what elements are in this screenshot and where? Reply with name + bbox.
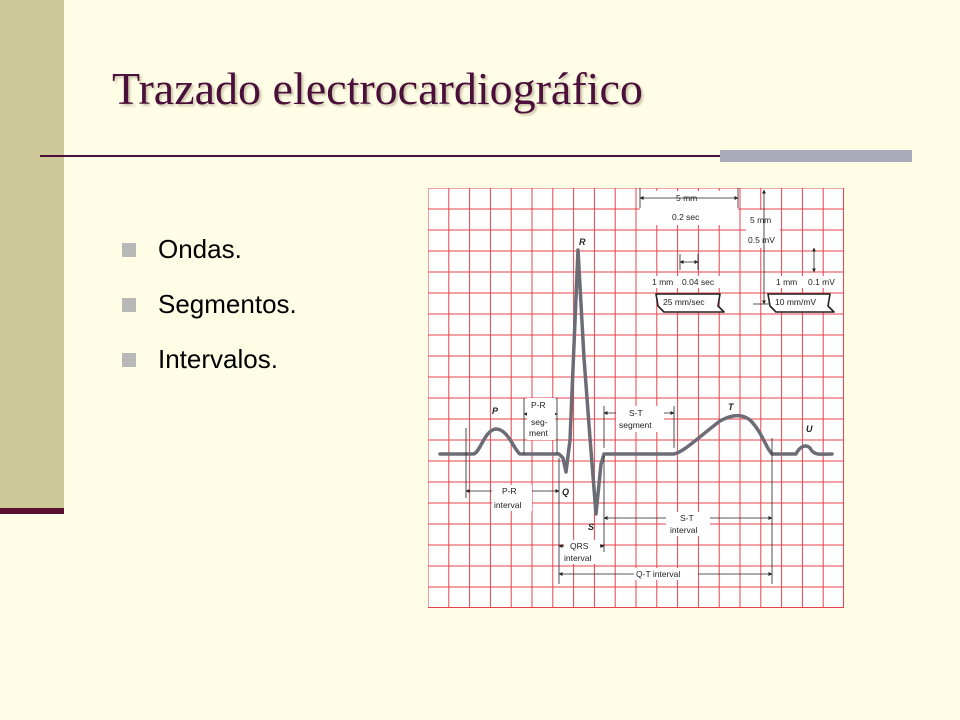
scale-large-time-mm: 5 mm bbox=[676, 193, 697, 203]
ecg-grid bbox=[428, 188, 844, 608]
pr-interval-marker: P-R interval bbox=[465, 428, 560, 511]
st-interval-marker: S-T interval bbox=[603, 438, 773, 584]
wave-label-q: Q bbox=[562, 487, 569, 497]
pr-interval-label: interval bbox=[494, 500, 522, 510]
qt-interval-label: Q-T interval bbox=[636, 569, 680, 579]
gain-badge: 10 mm/mV bbox=[767, 293, 835, 313]
st-interval-label: interval bbox=[670, 525, 698, 535]
bullet-item: Intervalos. bbox=[122, 332, 297, 387]
wave-label-r: R bbox=[579, 237, 586, 247]
scale-small-voltage-mv: 0.1 mV bbox=[808, 277, 835, 287]
ecg-svg: P Q R S T U 5 mm 0.2 sec 5 mm 0.5 mV bbox=[428, 188, 844, 608]
scale-large-voltage: 5 mm 0.5 mV bbox=[746, 189, 780, 305]
st-segment-label: segment bbox=[619, 420, 652, 430]
qrs-interval-label: interval bbox=[564, 553, 592, 563]
paper-speed-text: 25 mm/sec bbox=[663, 297, 705, 307]
scale-large-time: 5 mm 0.2 sec bbox=[639, 188, 739, 225]
st-interval-label: S-T bbox=[680, 513, 694, 523]
scale-large-voltage-mm: 5 mm bbox=[750, 215, 771, 225]
side-bar bbox=[0, 0, 64, 508]
scale-large-time-sec: 0.2 sec bbox=[672, 212, 700, 222]
scale-small-time-mm: 1 mm bbox=[652, 277, 673, 287]
pr-segment-marker: P-R seg- ment bbox=[523, 398, 558, 454]
gain-text: 10 mm/mV bbox=[775, 297, 816, 307]
ecg-trace bbox=[438, 248, 834, 516]
wave-label-t: T bbox=[728, 402, 735, 412]
st-segment-marker: S-T segment bbox=[603, 406, 675, 448]
qrs-interval-label: QRS bbox=[570, 541, 589, 551]
bullet-text: Segmentos. bbox=[158, 289, 297, 319]
wave-label-u: U bbox=[806, 424, 813, 434]
pr-segment-label: seg- bbox=[531, 417, 548, 427]
pr-segment-label: P-R bbox=[531, 400, 546, 410]
wave-label-s: S bbox=[588, 522, 594, 532]
scale-large-voltage-mv: 0.5 mV bbox=[748, 235, 775, 245]
title-rule bbox=[40, 155, 720, 157]
bullet-square-icon bbox=[122, 242, 136, 257]
pr-segment-label: ment bbox=[529, 428, 549, 438]
paper-speed-badge: 25 mm/sec bbox=[655, 293, 725, 313]
side-bar-footer bbox=[0, 508, 64, 514]
ecg-diagram: P Q R S T U 5 mm 0.2 sec 5 mm 0.5 mV bbox=[428, 188, 844, 608]
bullet-item: Ondas. bbox=[122, 222, 297, 277]
slide-title: Trazado electrocardiográfico bbox=[112, 63, 643, 114]
scale-small-voltage-mm: 1 mm bbox=[776, 277, 797, 287]
title-rule-accent bbox=[720, 150, 912, 162]
pr-interval-label: P-R bbox=[502, 486, 517, 496]
bullet-text: Intervalos. bbox=[158, 344, 278, 374]
wave-label-p: P bbox=[492, 406, 499, 416]
st-segment-label: S-T bbox=[629, 408, 643, 418]
bullet-text: Ondas. bbox=[158, 234, 242, 264]
bullet-list: Ondas. Segmentos. Intervalos. bbox=[122, 222, 297, 387]
bullet-square-icon bbox=[122, 297, 136, 312]
scale-small-time: 1 mm 0.04 sec bbox=[650, 254, 728, 288]
bullet-item: Segmentos. bbox=[122, 277, 297, 332]
qrs-interval-marker: QRS interval bbox=[558, 456, 605, 584]
scale-small-voltage: 1 mm 0.1 mV bbox=[774, 247, 842, 288]
qt-interval-marker: Q-T interval bbox=[558, 568, 773, 580]
bullet-square-icon bbox=[122, 352, 136, 367]
scale-small-time-sec: 0.04 sec bbox=[682, 277, 715, 287]
